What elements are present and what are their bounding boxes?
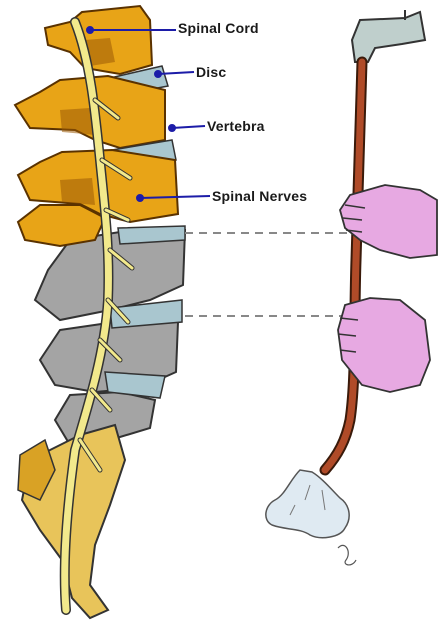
faucet-icon	[352, 12, 425, 62]
water-splash-icon	[266, 470, 349, 538]
signature-mark	[338, 545, 356, 565]
hose-analogy	[266, 10, 437, 565]
gray-disc-3	[118, 226, 185, 244]
label-spinal-nerves: Spinal Nerves	[212, 188, 307, 204]
vertebra-shadow-3	[60, 178, 95, 205]
label-vertebra: Vertebra	[207, 118, 265, 134]
label-spinal-cord: Spinal Cord	[178, 20, 259, 36]
vertebra-4	[18, 205, 105, 246]
pointer-vertebra	[172, 126, 205, 128]
label-disc: Disc	[196, 64, 226, 80]
